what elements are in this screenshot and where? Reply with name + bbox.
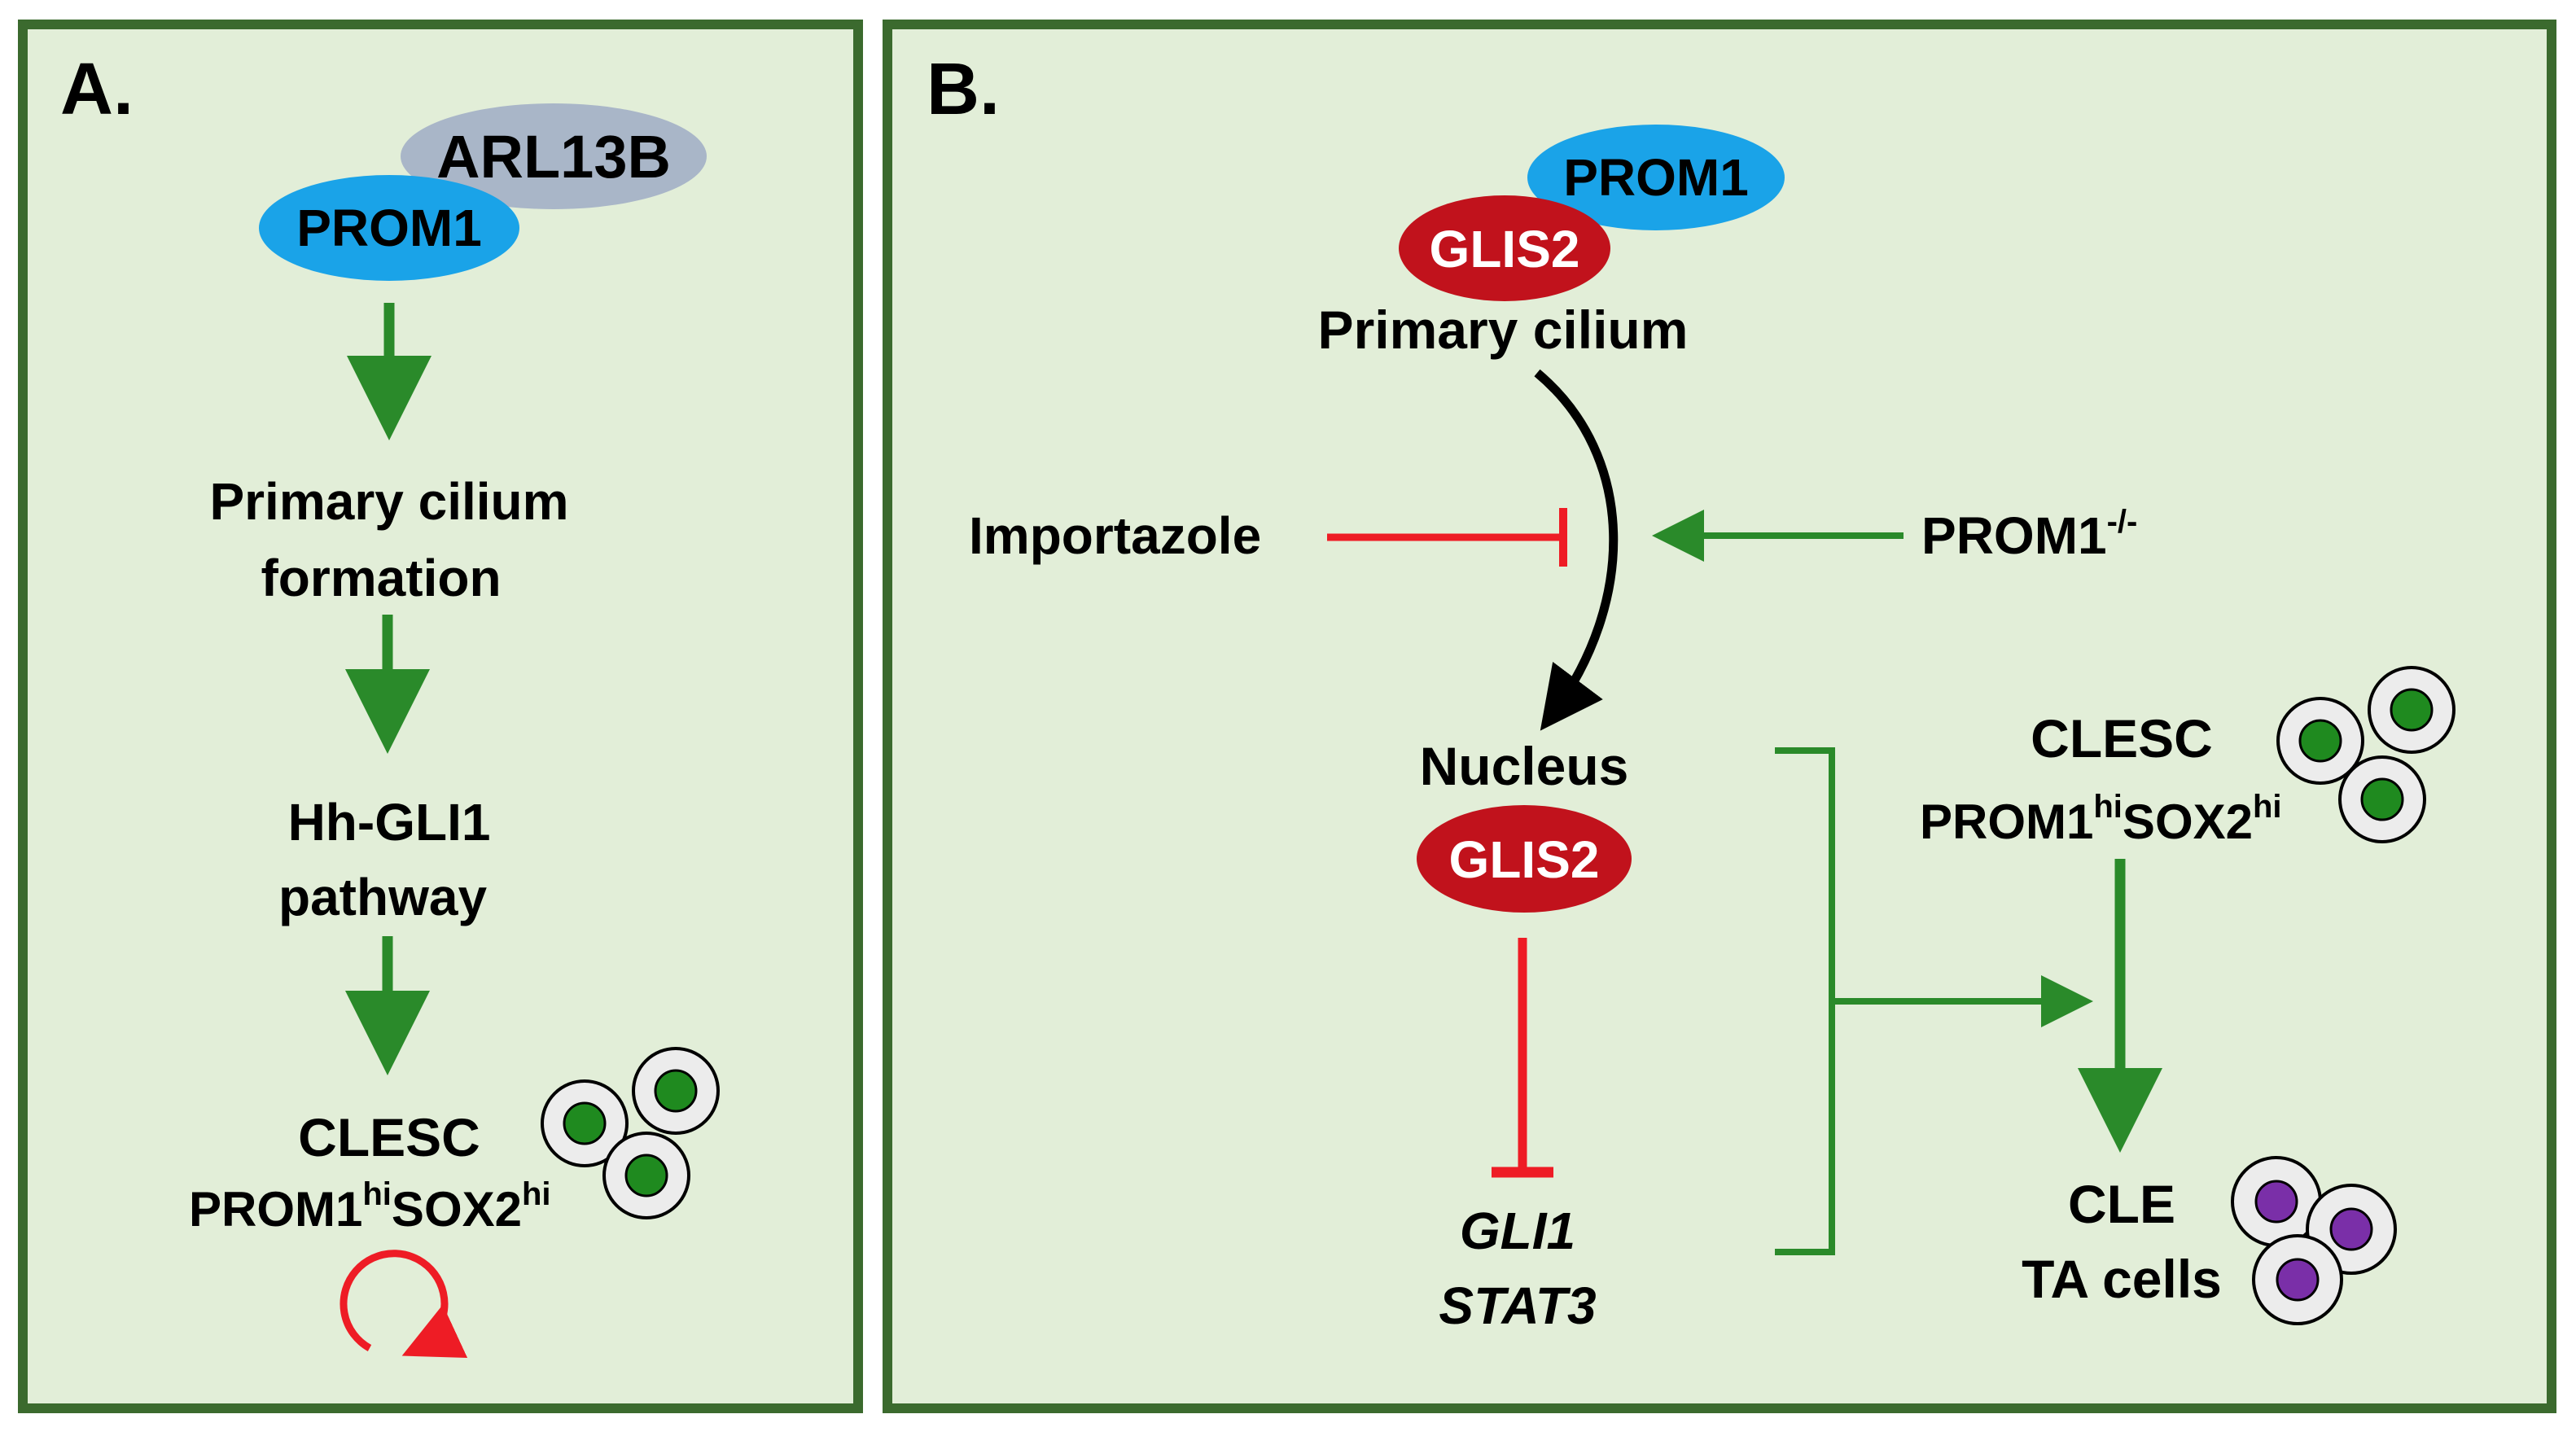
prom1-ko-superscript: -/- (2107, 504, 2138, 540)
stem-cell-a3-nucleus (624, 1154, 668, 1197)
stem-cell-a1-nucleus (563, 1101, 607, 1145)
stem-cell-a2-nucleus (654, 1069, 698, 1113)
marker-prom1-b: PROM1 (1920, 795, 2093, 849)
marker-hi1-b: hi (2093, 789, 2123, 825)
glis2-label-nucleus: GLIS2 (1449, 830, 1600, 889)
stem-cell-cluster-icon (2276, 666, 2456, 843)
primary-cilium-label: Primary cilium (1318, 300, 1689, 360)
prom1-ellipse-a (259, 175, 519, 281)
prom1-ko-label: PROM1-/- (1921, 504, 2137, 565)
ta-cell-cluster-icon (2231, 1156, 2397, 1325)
gene-stat3-label: STAT3 (1439, 1276, 1596, 1335)
glis2-ellipse-nucleus (1417, 805, 1632, 913)
prom1-ellipse-b (1527, 125, 1785, 230)
panel-a-label: A. (60, 49, 134, 130)
cilium-formation-line1: Primary cilium (209, 472, 568, 531)
marker-label-a: PROM1hiSOX2hi (189, 1176, 551, 1237)
glis2-ellipse-top (1399, 195, 1610, 301)
importazole-label: Importazole (969, 506, 1261, 565)
marker-sox2-a: SOX2 (392, 1182, 522, 1237)
stem-cell-cluster-icon (541, 1047, 720, 1219)
self-renewal-loop-icon (340, 1250, 468, 1358)
panel-a: A. ARL13B PROM1 Primary cilium formation… (18, 20, 863, 1413)
prom1-ko-text: PROM1 (1921, 506, 2107, 565)
gene-gli1-label: GLI1 (1460, 1202, 1575, 1260)
stem-cell-b2-nucleus (2390, 688, 2434, 732)
marker-hi1-a: hi (362, 1176, 392, 1212)
marker-label-b: PROM1hiSOX2hi (1920, 789, 2282, 849)
clesc-label-a: CLESC (298, 1107, 480, 1167)
panel-b: B. PROM1 GLIS2 Primary cilium Importazol… (883, 20, 2556, 1413)
marker-prom1-a: PROM1 (189, 1182, 362, 1237)
ta-cell-1-nucleus (2254, 1180, 2298, 1224)
marker-hi2-a: hi (522, 1176, 551, 1212)
arl13b-label: ARL13B (436, 123, 671, 190)
cle-label: CLE (2068, 1174, 2175, 1234)
marker-sox2-b: SOX2 (2123, 795, 2253, 849)
ta-cell-2-nucleus (2329, 1207, 2373, 1251)
ta-cell-3-nucleus (2276, 1258, 2320, 1302)
arl13b-ellipse (401, 103, 707, 209)
self-renewal-arc (340, 1250, 468, 1358)
glis2-label-top: GLIS2 (1430, 220, 1580, 278)
stem-cell-b3-nucleus (2360, 777, 2404, 821)
stem-cell-b1-nucleus (2298, 719, 2342, 763)
hh-gli1-line1: Hh-GLI1 (288, 793, 491, 852)
clesc-label-b: CLESC (2031, 708, 2213, 768)
nucleus-label: Nucleus (1420, 736, 1629, 796)
prom1-label-a: PROM1 (296, 199, 482, 257)
ta-cells-label: TA cells (2022, 1249, 2222, 1309)
hh-gli1-line2: pathway (278, 868, 487, 926)
panel-b-label: B. (927, 49, 1000, 130)
prom1-label-b: PROM1 (1563, 148, 1749, 207)
cilium-formation-line2: formation (261, 549, 501, 607)
nuclear-import-arrow (1534, 369, 1619, 731)
marker-hi2-b: hi (2253, 789, 2282, 825)
